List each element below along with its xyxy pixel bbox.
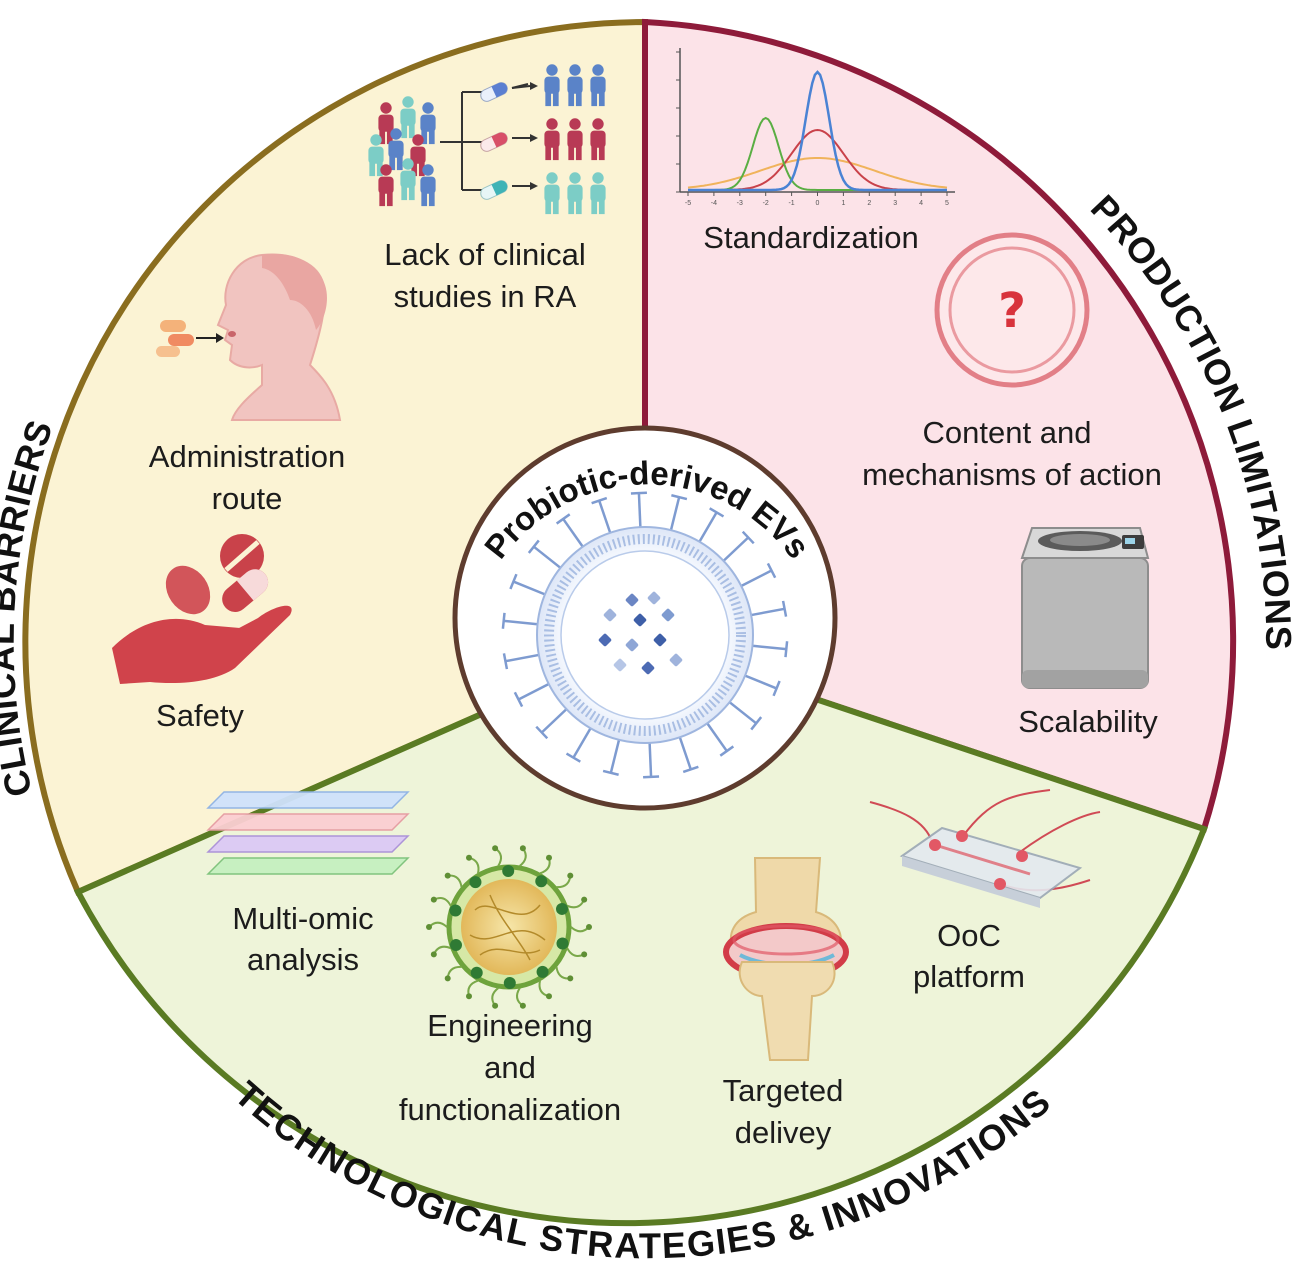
face-profile-icon (216, 253, 342, 421)
ooc-label-2: platform (913, 959, 1025, 994)
safety-label: Safety (156, 698, 244, 733)
engineering-label-3: functionalization (399, 1092, 621, 1127)
multiomic-label-2: analysis (247, 942, 359, 977)
vesicle-icon (501, 491, 789, 779)
multiomic-label-1: Multi-omic (232, 901, 373, 936)
content-label-1: Content and (923, 415, 1092, 450)
lack-studies-label-1: Lack of clinical (384, 237, 586, 272)
x-tick-label: 1 (841, 200, 845, 207)
svg-text:?: ? (998, 283, 1026, 339)
administration-label-1: Administration (149, 439, 345, 474)
x-tick-label: 5 (945, 200, 949, 207)
x-tick-label: -5 (685, 200, 691, 207)
pill-icon (440, 82, 538, 200)
people-icon (368, 64, 606, 215)
bell-curve-chart-icon: -5 -4 -3 -2 -1 0 1 2 3 4 5 (676, 48, 955, 207)
ooc-label-1: OoC (937, 918, 1001, 953)
x-tick-label: 4 (919, 200, 923, 207)
scalability-label: Scalability (1018, 704, 1158, 739)
capsule-icon (156, 320, 224, 357)
omics-layers-icon (206, 791, 410, 875)
engineering-label-2: and (484, 1050, 536, 1085)
x-tick-label: -2 (763, 200, 769, 207)
organ-on-chip-icon (869, 789, 1101, 908)
x-tick-label: 3 (893, 200, 897, 207)
knee-joint-icon (723, 857, 849, 1061)
engineering-label-1: Engineering (427, 1008, 592, 1043)
question-circle-icon: ? (934, 232, 1090, 388)
hand-pill-icon (112, 534, 292, 684)
x-tick-label: -3 (737, 200, 743, 207)
engineered-vesicle-icon (426, 845, 592, 1009)
x-tick-label: 0 (816, 200, 820, 207)
content-label-2: mechanisms of action (862, 457, 1162, 492)
technological-strategies-sector (73, 638, 1208, 1227)
centrifuge-icon (1020, 527, 1150, 689)
lack-studies-label-2: studies in RA (394, 279, 577, 314)
x-tick-label: -4 (711, 200, 717, 207)
targeted-label-2: delivey (735, 1115, 832, 1150)
standardization-label: Standardization (703, 220, 918, 255)
targeted-label-1: Targeted (723, 1073, 844, 1108)
administration-label-2: route (212, 481, 283, 516)
x-tick-label: 2 (867, 200, 871, 207)
x-tick-label: -1 (788, 200, 794, 207)
